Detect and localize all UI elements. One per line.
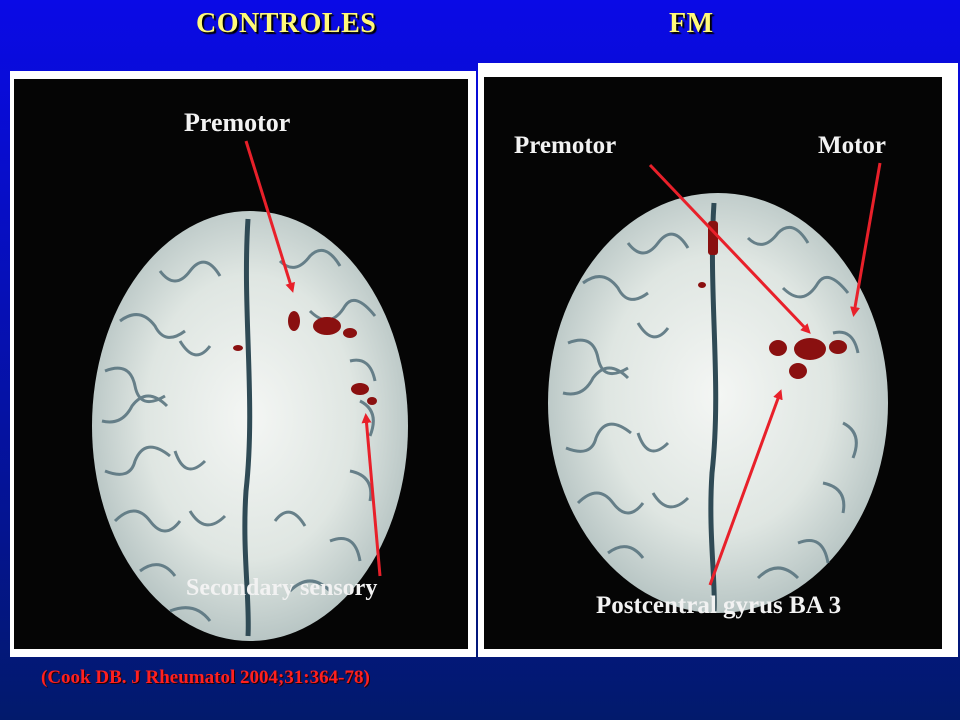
label-premotor: Premotor — [184, 108, 290, 137]
header-fm: FM — [669, 8, 714, 39]
brain-scan-fm-panel: Premotor Motor Postcentral gyrus BA 3 — [478, 63, 958, 657]
gyri-pattern — [101, 260, 227, 622]
arrow-premotor — [648, 163, 811, 334]
header-controles: CONTROLES — [196, 8, 377, 39]
arrow-secondary-sensory — [361, 413, 382, 577]
activation-spots — [698, 221, 847, 379]
label-secondary-sensory: Secondary sensory — [186, 575, 377, 601]
brain-scan-controls-image: Premotor Secondary sensory — [14, 79, 468, 649]
label-premotor: Premotor — [514, 132, 616, 159]
label-motor: Motor — [818, 132, 886, 159]
activation-spots — [233, 311, 377, 405]
arrow-postcentral — [708, 389, 783, 586]
label-postcentral-gyrus: Postcentral gyrus BA 3 — [596, 592, 841, 619]
gyri-pattern — [562, 225, 860, 580]
arrow-motor — [850, 162, 882, 317]
brain-scan-controls-panel: Premotor Secondary sensory — [10, 71, 476, 657]
arrow-premotor — [244, 140, 295, 293]
citation: (Cook DB. J Rheumatol 2004;31:364-78) — [41, 667, 370, 688]
brain-scan-fm-image: Premotor Motor Postcentral gyrus BA 3 — [484, 77, 942, 649]
